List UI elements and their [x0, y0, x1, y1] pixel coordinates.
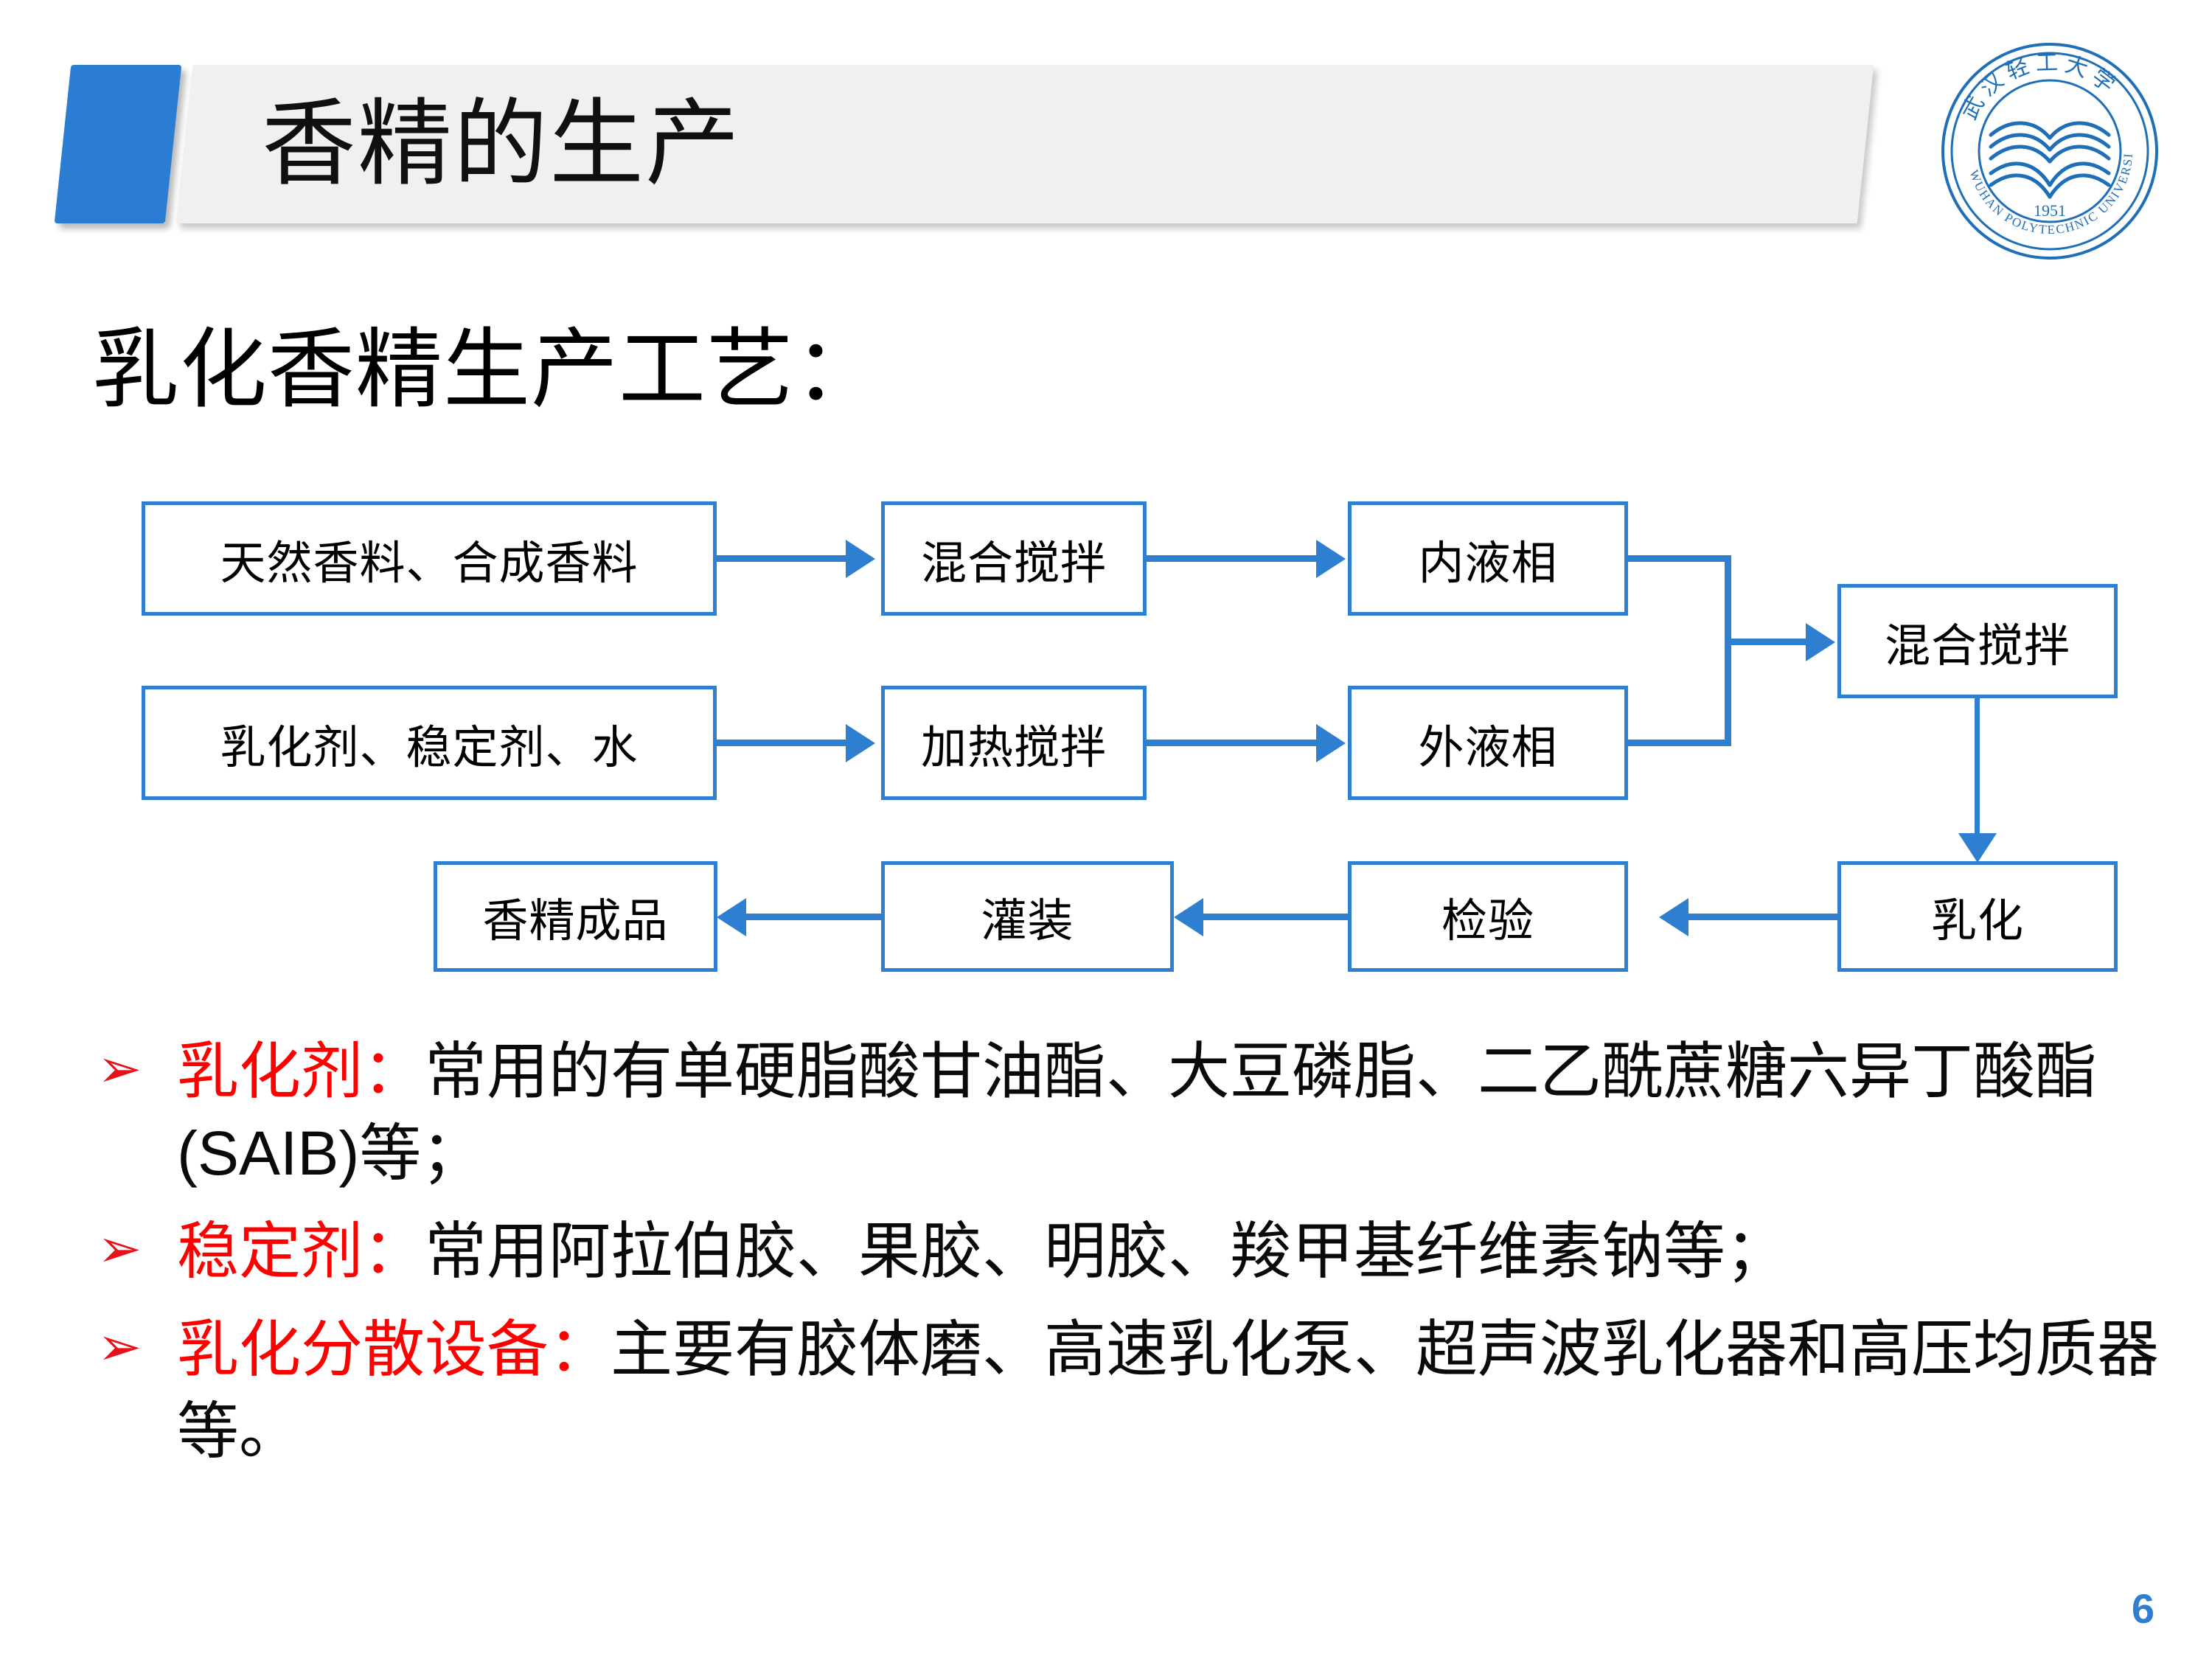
flow-node-label: 混合搅拌	[920, 538, 1107, 589]
flow-node-label: 内液相	[1418, 538, 1558, 589]
bullet-list: ➢ 乳化剂：常用的有单硬脂酸甘油酯、大豆磷脂、二乙酰蔗糖六异丁酸酯(SAIB)等…	[81, 1031, 2168, 1488]
flow-arrow-n1-n2-head	[846, 540, 875, 578]
flow-node-label: 外液相	[1418, 722, 1558, 773]
list-item: ➢ 乳化剂：常用的有单硬脂酸甘油酯、大豆磷脂、二乙酰蔗糖六异丁酸酯(SAIB)等…	[81, 1031, 2168, 1194]
slide-header: 香精的生产 1951 武 汉 轻 工 大 学	[0, 0, 2212, 280]
flow-node-finished-flavor-product: 香精成品	[434, 861, 717, 972]
process-flow-diagram: 天然香料、合成香料 混合搅拌 内液相 乳化剂、稳定剂、水 加热搅拌 外液相 混合…	[0, 472, 2212, 1003]
flow-node-inspection: 检验	[1348, 861, 1628, 972]
flow-node-label: 灌装	[981, 896, 1074, 947]
chevron-bullet-icon: ➢	[97, 1219, 142, 1279]
flow-node-emulsifier-stabilizer-water: 乳化剂、稳定剂、水	[142, 686, 717, 800]
flow-edge-n7-n8	[1975, 698, 1980, 837]
flow-node-outer-liquid-phase: 外液相	[1348, 686, 1628, 800]
flow-node-heating-stirring: 加热搅拌	[881, 686, 1147, 800]
flow-edge-n1-n2	[717, 555, 846, 562]
flow-node-mixing-stirring-2: 混合搅拌	[1837, 584, 2118, 698]
flow-edge-n6-merge-up	[1725, 642, 1731, 745]
flow-node-label: 乳化剂、稳定剂、水	[220, 722, 639, 773]
chevron-bullet-icon: ➢	[97, 1317, 142, 1377]
bullet-text: 主要有胶体磨、高速乳化泵、超声波乳化器和高压均质器等。	[177, 1314, 2160, 1466]
flow-node-label: 乳化	[1930, 896, 2024, 947]
flow-arrow-n7-n8-head	[1958, 833, 1997, 863]
bullet-keyword: 乳化剂：	[177, 1037, 425, 1106]
flow-node-label: 混合搅拌	[1884, 620, 2070, 672]
flow-edge-n9-n10	[1203, 914, 1348, 920]
section-subheading: 乳化香精生产工艺：	[92, 321, 883, 419]
flow-arrow-n4-n5-head	[846, 724, 875, 762]
flow-edge-n2-n3	[1147, 555, 1316, 562]
bullet-keyword: 乳化分散设备：	[177, 1314, 611, 1384]
title-accent-bar	[54, 65, 182, 223]
flow-edge-n3-merge	[1628, 555, 1731, 562]
university-logo-icon: 1951 武 汉 轻 工 大 学 WUHAN POLYTECHNIC UNIVE…	[1934, 29, 2160, 262]
list-item: ➢ 稳定剂：常用阿拉伯胶、果胶、明胶、羧甲基纤维素钠等；	[81, 1211, 2168, 1293]
flow-edge-n8-n9	[1688, 914, 1837, 920]
page-number: 6	[2131, 1585, 2154, 1632]
flow-arrow-n10-n11-head	[717, 898, 746, 936]
flow-node-emulsification: 乳化	[1837, 861, 2118, 972]
svg-text:武 汉 轻 工 大 学: 武 汉 轻 工 大 学	[1957, 51, 2119, 124]
flow-node-mixing-stirring-1: 混合搅拌	[881, 501, 1147, 616]
flow-edge-n6-merge	[1628, 740, 1731, 746]
bullet-keyword: 稳定剂：	[177, 1216, 425, 1286]
flow-edge-n10-n11	[746, 914, 881, 920]
flow-node-label: 加热搅拌	[920, 722, 1107, 773]
flow-node-label: 天然香料、合成香料	[220, 538, 639, 589]
flow-node-filling: 灌装	[881, 861, 1174, 972]
logo-year: 1951	[2034, 201, 2066, 220]
flow-arrow-n9-n10-head	[1174, 898, 1203, 936]
flow-arrow-n2-n3-head	[1316, 540, 1346, 578]
flow-arrow-n8-n9-head	[1659, 898, 1688, 936]
flow-arrow-n5-n6-head	[1316, 724, 1346, 762]
page-title: 香精的生产	[262, 91, 742, 197]
flow-edge-n3-merge-down	[1725, 555, 1731, 642]
flow-edge-n5-n6	[1147, 740, 1316, 746]
list-item: ➢ 乳化分散设备：主要有胶体磨、高速乳化泵、超声波乳化器和高压均质器等。	[81, 1309, 2168, 1472]
flow-arrow-merge-n7-head	[1806, 623, 1835, 661]
bullet-text: 常用的有单硬脂酸甘油酯、大豆磷脂、二乙酰蔗糖六异丁酸酯(SAIB)等；	[177, 1037, 2098, 1188]
flow-node-inner-liquid-phase: 内液相	[1348, 501, 1628, 616]
bullet-text: 常用阿拉伯胶、果胶、明胶、羧甲基纤维素钠等；	[425, 1216, 1788, 1286]
flow-node-natural-synthetic-flavor: 天然香料、合成香料	[142, 501, 717, 616]
flow-node-label: 检验	[1441, 896, 1534, 947]
flow-edge-merge-n7	[1725, 639, 1806, 645]
flow-node-label: 香精成品	[482, 896, 669, 947]
flow-edge-n4-n5	[717, 740, 846, 746]
chevron-bullet-icon: ➢	[97, 1040, 142, 1099]
